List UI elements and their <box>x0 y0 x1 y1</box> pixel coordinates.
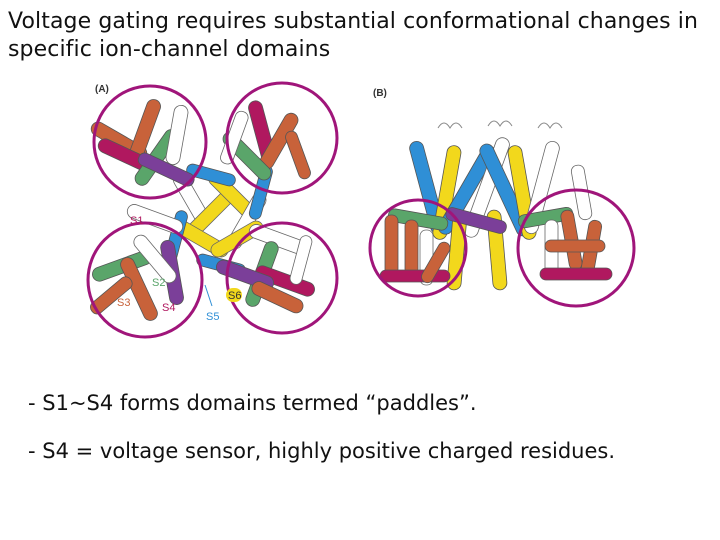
slide-title: Voltage gating requires substantial conf… <box>8 9 699 62</box>
voltage-sensor-bottom-left <box>90 234 184 321</box>
sensor-circle-b2 <box>516 188 636 308</box>
panel-a-top-view: S1 S2 S3 S4 S5 S6 <box>86 81 339 339</box>
channel-structure-figure: (A) (B) <box>86 81 636 339</box>
extracellular-loops <box>437 120 563 129</box>
sensor-circle-a2 <box>225 81 339 195</box>
segment-label-s4: S4 <box>162 302 175 314</box>
segment-label-s5: S5 <box>206 311 219 323</box>
voltage-sensor-side-right <box>539 209 613 281</box>
sensor-circle-a3 <box>86 221 204 339</box>
segment-label-s6: S6 <box>228 290 241 302</box>
panel-b-label: (B) <box>373 88 387 99</box>
panel-a-label: (A) <box>95 84 109 95</box>
sensor-circle-b1 <box>368 198 468 298</box>
voltage-sensor-top-left <box>90 99 195 187</box>
sensor-circle-a1 <box>92 84 208 200</box>
panel-b-side-view <box>368 120 636 308</box>
bullet-paddles: - S1~S4 forms domains termed “paddles”. <box>28 391 477 415</box>
segment-label-s1: S1 <box>130 215 143 227</box>
voltage-sensor-side-left <box>379 214 451 286</box>
bullet-list: - S1~S4 forms domains termed “paddles”. … <box>28 390 708 486</box>
sensor-circle-a4 <box>225 221 339 335</box>
segment-label-s3: S3 <box>117 297 130 309</box>
voltage-sensor-bottom-right <box>215 235 315 314</box>
bullet-voltage-sensor: - S4 = voltage sensor, highly positive c… <box>28 439 616 463</box>
segment-label-s2: S2 <box>152 277 165 289</box>
